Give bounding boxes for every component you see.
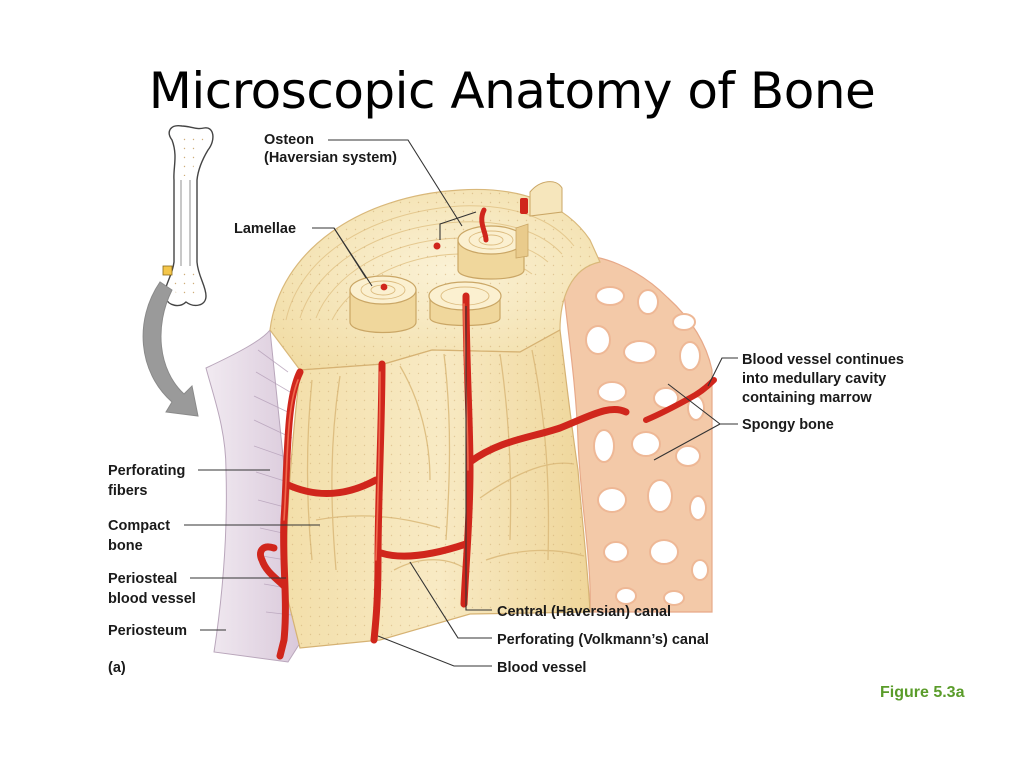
figure-caption: Figure 5.3a bbox=[880, 684, 965, 701]
label-blood-vessel-continues-2: into medullary cavity bbox=[742, 371, 886, 387]
label-blood-vessel: Blood vessel bbox=[497, 660, 586, 676]
label-lamellae: Lamellae bbox=[234, 221, 296, 237]
label-periosteal-vessel-2: blood vessel bbox=[108, 591, 196, 607]
label-blood-vessel-continues-1: Blood vessel continues bbox=[742, 352, 904, 368]
label-spongy-bone: Spongy bone bbox=[742, 417, 834, 433]
label-periosteal-vessel-1: Periosteal bbox=[108, 571, 177, 587]
osteon-cylinder-left bbox=[349, 275, 417, 334]
label-blood-vessel-continues-3: containing marrow bbox=[742, 390, 872, 406]
slide-title: Microscopic Anatomy of Bone bbox=[148, 62, 876, 120]
label-volkmann-canal: Perforating (Volkmann’s) canal bbox=[497, 632, 709, 648]
spongy-bone-region bbox=[559, 254, 713, 613]
compact-bone-front-face bbox=[286, 329, 591, 649]
label-compact-bone-1: Compact bbox=[108, 518, 170, 534]
osteon-cylinder-right bbox=[457, 223, 529, 280]
label-leader-lines bbox=[184, 139, 738, 667]
small-osteon-fragment bbox=[520, 181, 563, 217]
label-osteon-sub: (Haversian system) bbox=[264, 150, 397, 166]
label-osteon: Osteon bbox=[264, 132, 314, 148]
label-central-canal: Central (Haversian) canal bbox=[497, 604, 671, 620]
label-perforating-fibers-1: Perforating bbox=[108, 463, 185, 479]
label-compact-bone-2: bone bbox=[108, 538, 143, 554]
label-periosteum: Periosteum bbox=[108, 623, 187, 639]
magnify-arrow-icon bbox=[142, 281, 199, 417]
femur-thumbnail-icon bbox=[162, 125, 214, 307]
label-panel-a: (a) bbox=[108, 660, 126, 676]
label-perforating-fibers-2: fibers bbox=[108, 483, 148, 499]
